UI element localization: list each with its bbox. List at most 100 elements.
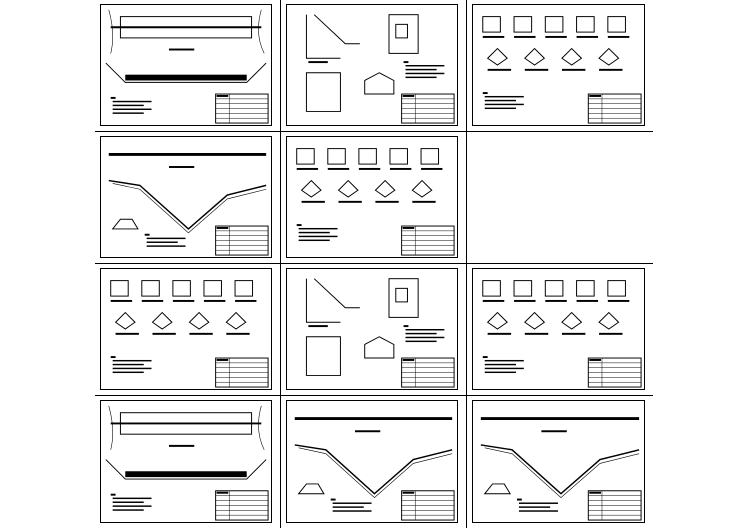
- detail-caption: [545, 299, 567, 302]
- detail-section: [203, 280, 222, 297]
- grid-cell: [281, 396, 467, 528]
- note-line: [518, 502, 559, 504]
- notes-heading: [330, 498, 336, 501]
- note-line: [332, 506, 364, 508]
- detail-section: [576, 280, 595, 297]
- opening: [395, 23, 408, 39]
- title-block-mark: [589, 359, 602, 361]
- note-line: [405, 76, 437, 79]
- note-line: [518, 510, 559, 512]
- title-block-mark: [589, 95, 602, 97]
- title-block: [401, 490, 455, 521]
- grid-cell: [467, 132, 653, 264]
- note-line: [405, 72, 445, 75]
- sheet-drawing: [482, 280, 642, 388]
- drawing-sheet-grid: [95, 0, 653, 530]
- note-line: [146, 245, 186, 247]
- drawing-sheet-3[interactable]: [472, 4, 645, 126]
- note-line: [484, 371, 516, 374]
- drawing-sheet-7[interactable]: [100, 268, 272, 390]
- longitudinal-profile: [480, 444, 640, 495]
- detail-caption: [141, 299, 164, 302]
- detail-caption: [576, 299, 599, 302]
- note-line: [298, 231, 330, 234]
- title-block: [215, 357, 269, 388]
- detail-caption: [487, 68, 512, 71]
- drawing-sheet-5[interactable]: [286, 136, 458, 258]
- title-block: [215, 93, 269, 124]
- note-line: [405, 329, 445, 331]
- detail-d: [364, 336, 395, 359]
- detail-section: [297, 483, 325, 495]
- drawing-caption: [355, 430, 381, 433]
- drawing-caption: [308, 61, 328, 64]
- notes-heading: [110, 493, 116, 496]
- detail-caption: [115, 332, 139, 335]
- detail-caption: [172, 299, 195, 302]
- detail-joint: [114, 311, 136, 330]
- profile-ground: [298, 447, 453, 498]
- detail-section: [513, 280, 533, 297]
- detail-caption: [524, 68, 549, 71]
- sheet-drawing: [480, 417, 642, 521]
- note-line: [405, 332, 437, 335]
- note-line: [484, 363, 516, 366]
- detail-caption: [152, 332, 176, 335]
- drawing-sheet-12[interactable]: [472, 400, 645, 523]
- note-line: [484, 107, 516, 110]
- section-a: [305, 14, 360, 59]
- detail-caption: [576, 35, 599, 38]
- drawing-caption: [169, 444, 195, 447]
- note-line: [112, 359, 152, 362]
- note-line: [112, 501, 144, 503]
- title-block-mark: [402, 491, 415, 494]
- detail-caption: [421, 167, 443, 170]
- detail-section: [327, 148, 346, 165]
- cross-section: [105, 459, 267, 480]
- drawing-sheet-9[interactable]: [472, 268, 645, 390]
- drawing-caption: [169, 166, 195, 168]
- drawing-sheet-8[interactable]: [286, 268, 458, 390]
- longitudinal-profile: [108, 179, 267, 230]
- detail-section: [172, 280, 191, 297]
- drawing-sheet-1[interactable]: [100, 4, 272, 126]
- detail-d: [364, 72, 395, 95]
- drawing-sheet-11[interactable]: [286, 400, 458, 523]
- detail-caption: [607, 299, 630, 302]
- detail-caption: [545, 35, 567, 38]
- detail-caption: [482, 299, 505, 302]
- detail-caption: [561, 332, 586, 335]
- grid-cell: [281, 0, 467, 132]
- drawing-caption: [169, 48, 195, 51]
- drawing-sheet-10[interactable]: [100, 400, 272, 523]
- title-block-mark: [402, 359, 415, 361]
- title-block-mark: [216, 491, 229, 494]
- notes-heading: [110, 96, 116, 99]
- detail-caption: [358, 167, 381, 170]
- detail-caption: [514, 299, 536, 302]
- drawing-sheet-4[interactable]: [100, 136, 272, 258]
- detail-section: [141, 280, 160, 297]
- notes-heading: [516, 498, 522, 501]
- detail-caption: [482, 35, 505, 38]
- title-block: [587, 490, 642, 521]
- detail-section: [358, 148, 377, 165]
- title-block-mark: [589, 491, 602, 494]
- drawing-caption: [541, 430, 567, 433]
- note-line: [298, 239, 330, 242]
- title-block: [215, 225, 269, 256]
- note-line: [405, 340, 437, 343]
- title-block-mark: [402, 227, 415, 229]
- detail-section: [576, 16, 595, 33]
- detail-section: [483, 483, 511, 495]
- detail-caption: [389, 167, 412, 170]
- detail-caption: [487, 332, 512, 335]
- note-line: [484, 99, 516, 102]
- note-line: [112, 104, 144, 107]
- sheet-drawing: [110, 280, 269, 388]
- detail-caption: [296, 167, 319, 170]
- note-line: [112, 112, 144, 114]
- drawing-sheet-2[interactable]: [286, 4, 458, 126]
- detail-joint: [374, 179, 396, 198]
- terrain-contour: [108, 9, 265, 54]
